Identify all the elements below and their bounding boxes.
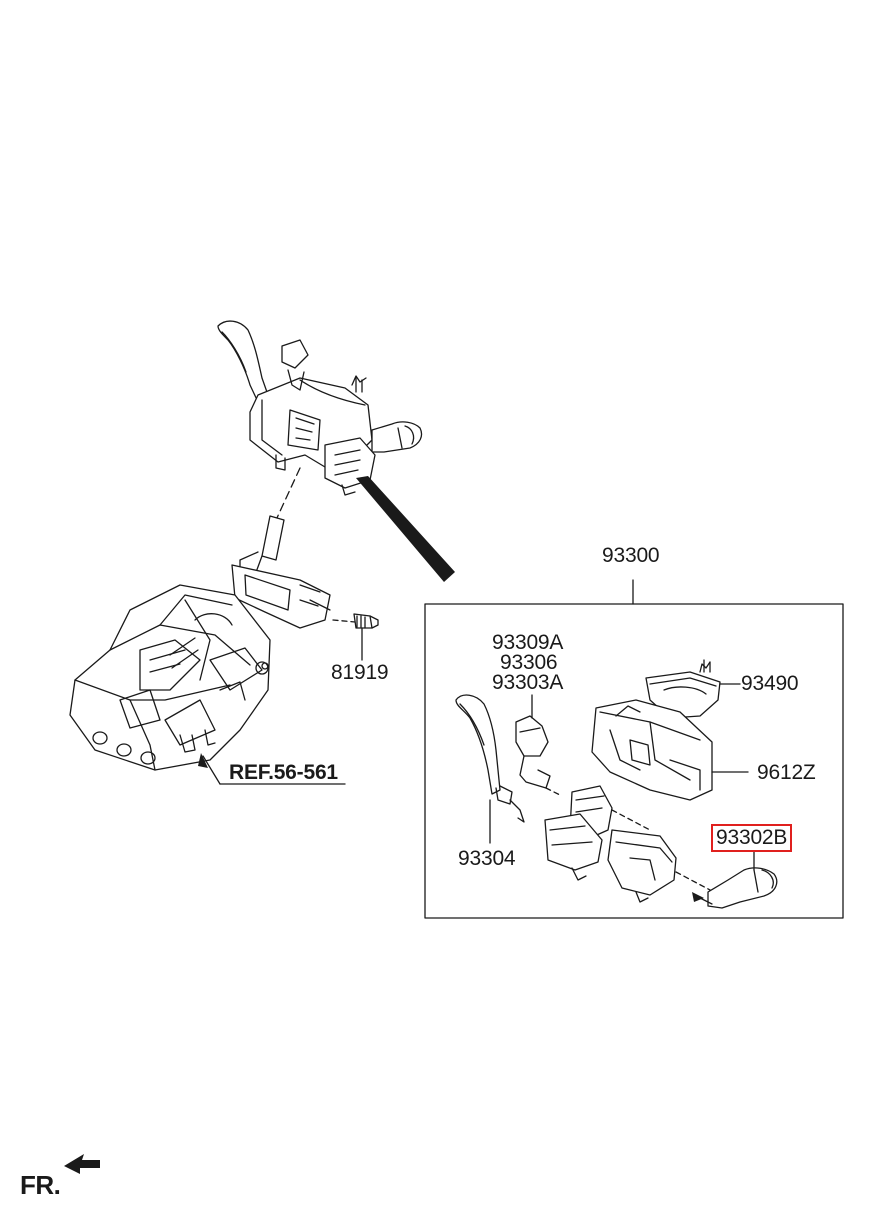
label-sub-c: 93303A	[492, 671, 564, 694]
clock-spring-part	[645, 659, 741, 719]
sub-switch-part	[515, 694, 561, 796]
module-part	[591, 699, 749, 801]
label-assembly: 93300	[602, 544, 660, 567]
label-module: 9612Z	[757, 761, 816, 784]
label-light-lever-highlighted: 93302B	[711, 824, 793, 852]
front-direction-arrow-icon	[64, 1154, 100, 1174]
label-bolt: 81919	[331, 661, 389, 684]
assembly-box	[424, 603, 844, 919]
label-sub-a: 93309A	[492, 631, 564, 654]
label-clock-spring: 93490	[741, 672, 799, 695]
label-front: FR.	[20, 1170, 61, 1200]
switch-bodies	[544, 785, 711, 903]
steering-column	[69, 515, 331, 771]
wedge-pointer	[356, 476, 455, 582]
leader-arrow-icon	[692, 892, 704, 902]
upper-switch-assembly	[217, 320, 423, 496]
wiper-lever-part	[455, 694, 525, 844]
bolt-81919	[332, 613, 379, 661]
label-sub-b: 93306	[500, 651, 558, 674]
label-wiper-lever: 93304	[458, 847, 516, 870]
ref-leader	[202, 755, 346, 785]
light-lever-part	[699, 851, 778, 909]
label-ref: REF.56-561	[229, 761, 338, 784]
leader-arrow-icon	[198, 753, 208, 768]
